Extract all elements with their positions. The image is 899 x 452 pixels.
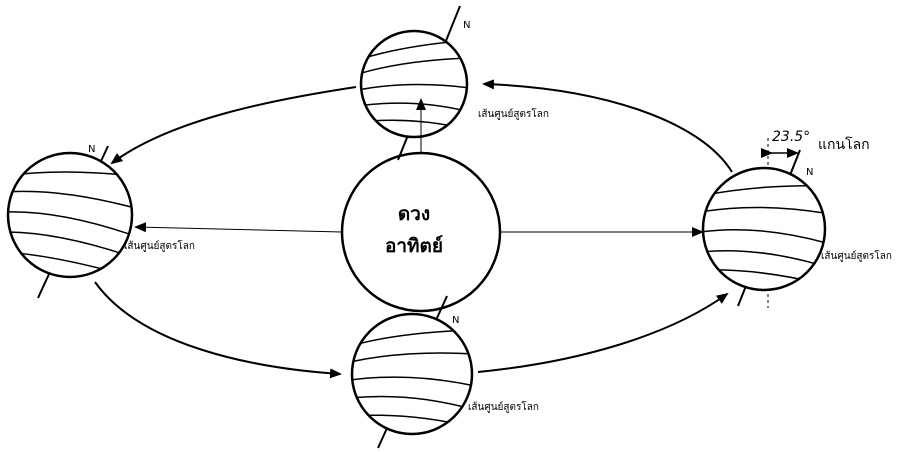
earth-equator-label-right: เส้นศูนย์สูตรโลก xyxy=(821,249,892,262)
sun-label-line2: อาทิตย์ xyxy=(385,235,443,257)
earth-top: N เส้นศูนย์สูตรโลก xyxy=(359,5,549,161)
earth-bottom: N เส้นศูนย์สูตรโลก xyxy=(350,295,539,449)
orbit-arc-right-to-top xyxy=(482,79,733,173)
earth-equator-label-top: เส้นศูนย์สูตรโลก xyxy=(478,107,549,120)
earth-equator-label-left: เส้นศูนย์สูตรโลก xyxy=(124,239,195,252)
earth-north-label-right: N xyxy=(806,167,813,178)
earth-right: 23.5° แกนโลก N เส้นศูนย์สูตรโลก xyxy=(701,129,892,308)
sun-label-line1: ดวง xyxy=(398,203,430,225)
orbit-arc-left-to-bottom xyxy=(94,281,342,379)
earth-left: N เส้นศูนย์สูตรโลก xyxy=(6,144,195,299)
earth-north-label-left: N xyxy=(88,144,95,155)
orbit-arc-top-to-left xyxy=(110,86,357,165)
earth-equator-label-bottom: เส้นศูนย์สูตรโลก xyxy=(468,400,539,413)
earth-north-label-bottom: N xyxy=(452,315,459,326)
orbit-arc-bottom-to-right xyxy=(477,292,729,373)
tilt-angle-label: 23.5° xyxy=(772,129,810,145)
sun-ray-left xyxy=(134,222,343,233)
earth-north-label-top: N xyxy=(463,20,470,31)
sun: ดวง อาทิตย์ xyxy=(340,151,502,313)
earth-axis-label: แกนโลก xyxy=(818,136,870,153)
